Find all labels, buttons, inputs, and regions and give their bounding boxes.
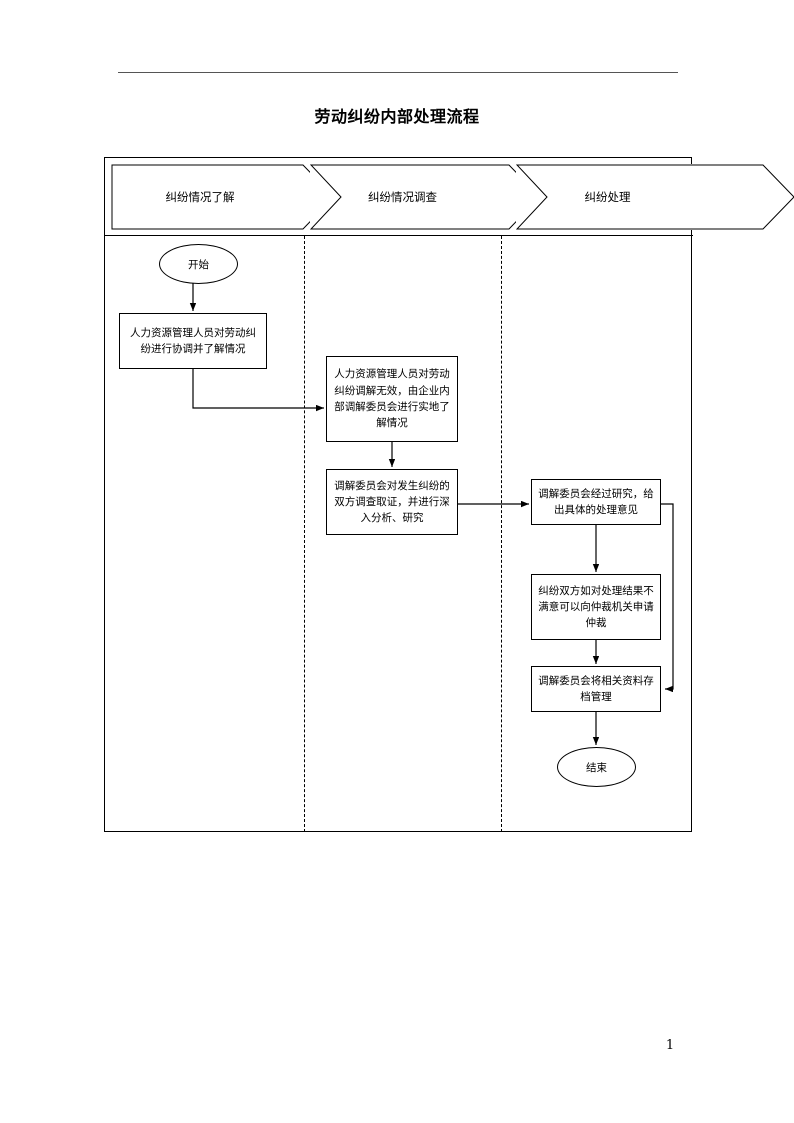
page-number: 1 xyxy=(665,1038,675,1053)
node-process-1: 人力资源管理人员对劳动纠纷进行协调并了解情况 xyxy=(119,313,267,369)
node-process-3-label: 调解委员会对发生纠纷的双方调查取证，并进行深入分析、研究 xyxy=(334,479,450,525)
lane-divider-1 xyxy=(304,236,305,832)
node-start: 开始 xyxy=(159,244,238,284)
node-end-label: 结束 xyxy=(586,761,607,774)
node-process-4-label: 调解委员会经过研究，给出具体的处理意见 xyxy=(538,487,654,516)
node-process-1-label: 人力资源管理人员对劳动纠纷进行协调并了解情况 xyxy=(130,326,256,355)
node-end: 结束 xyxy=(557,747,636,787)
node-process-2: 人力资源管理人员对劳动纠纷调解无效，由企业内部调解委员会进行实地了解情况 xyxy=(326,356,458,442)
flowchart-frame: 纠纷情况了解 纠纷情况调查 纠纷处理 xyxy=(104,157,794,832)
phase-label-1: 纠纷情况了解 xyxy=(165,190,235,204)
node-process-4: 调解委员会经过研究，给出具体的处理意见 xyxy=(531,479,661,525)
page-title: 劳动纠纷内部处理流程 xyxy=(314,107,480,126)
node-process-5: 纠纷双方如对处理结果不满意可以向仲裁机关申请仲裁 xyxy=(531,574,661,640)
lane-divider-2 xyxy=(501,236,502,832)
phase-label-3: 纠纷处理 xyxy=(584,190,631,204)
phase-header-band: 纠纷情况了解 纠纷情况调查 纠纷处理 xyxy=(105,158,794,236)
phase-chevron-3: 纠纷处理 xyxy=(516,164,794,230)
node-start-label: 开始 xyxy=(188,258,209,271)
phase-chevron-1: 纠纷情况了解 xyxy=(111,164,335,230)
phase-label-2: 纠纷情况调查 xyxy=(368,190,437,204)
node-process-5-label: 纠纷双方如对处理结果不满意可以向仲裁机关申请仲裁 xyxy=(538,584,654,630)
node-process-2-label: 人力资源管理人员对劳动纠纷调解无效，由企业内部调解委员会进行实地了解情况 xyxy=(334,368,450,430)
phase-chevron-2: 纠纷情况调查 xyxy=(310,164,541,230)
node-process-6: 调解委员会将相关资料存档管理 xyxy=(531,666,661,712)
node-process-3: 调解委员会对发生纠纷的双方调查取证，并进行深入分析、研究 xyxy=(326,469,458,535)
page-header-rule xyxy=(118,72,678,73)
node-process-6-label: 调解委员会将相关资料存档管理 xyxy=(538,674,654,703)
